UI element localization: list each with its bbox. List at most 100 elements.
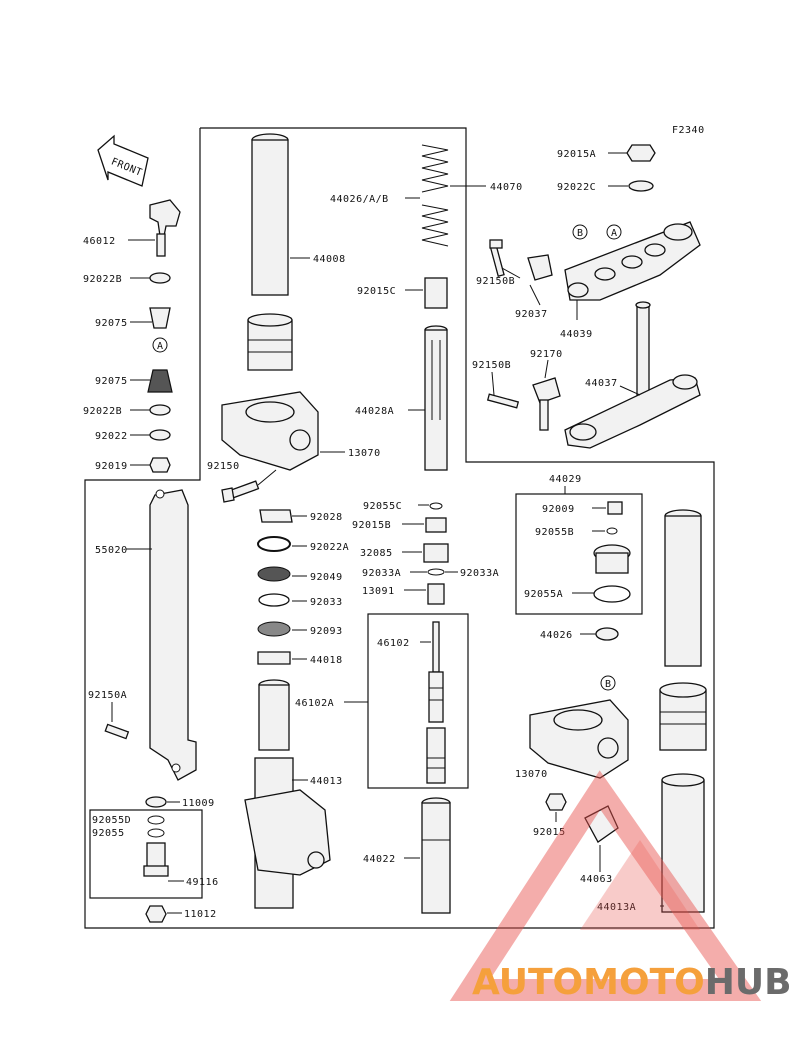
damper-rod-part xyxy=(424,325,448,471)
label-13091: 13091 xyxy=(362,586,395,597)
cap-assembly-box xyxy=(515,493,643,615)
label-92150A: 92150A xyxy=(88,690,127,701)
fork-tube-right xyxy=(659,509,707,913)
watermark-part-2: HUB xyxy=(705,962,792,1003)
label-92055C: 92055C xyxy=(363,501,402,512)
label-44028A: 44028A xyxy=(355,406,394,417)
label-44022: 44022 xyxy=(363,854,396,865)
washer-part-2 xyxy=(149,404,171,416)
label-46102: 46102 xyxy=(377,638,410,649)
label-92150: 92150 xyxy=(207,461,240,472)
circlip-part xyxy=(258,593,290,607)
fork-tube-upper xyxy=(247,133,293,371)
label-92015B: 92015B xyxy=(352,520,391,531)
fork-outer-tube-part xyxy=(244,679,331,909)
fork-guard-part xyxy=(149,489,197,781)
label-55020: 55020 xyxy=(95,545,128,556)
fork-bracket-part xyxy=(221,391,319,471)
spacer-part-2 xyxy=(425,517,447,533)
o-ring-part-3 xyxy=(147,828,165,838)
label-44013: 44013 xyxy=(310,776,343,787)
figure-code: F2340 xyxy=(672,125,705,136)
bolt-part xyxy=(221,480,260,503)
ref-a-1: A xyxy=(157,341,164,352)
air-valve-part xyxy=(607,501,623,515)
label-44026: 44026/A/B xyxy=(330,194,389,205)
label-92019: 92019 xyxy=(95,461,128,472)
label-11009: 11009 xyxy=(182,798,215,809)
ref-marker-a-2 xyxy=(606,224,622,240)
label-46102A: 46102A xyxy=(295,698,334,709)
oil-seal-part xyxy=(257,566,291,582)
bushing-part-2 xyxy=(257,651,291,665)
ref-a-2: A xyxy=(611,228,618,239)
watermark-logo xyxy=(449,770,762,1001)
seal-part xyxy=(595,627,619,641)
ref-marker-b-2 xyxy=(600,675,616,691)
upper-triple-clamp-part xyxy=(564,221,701,301)
label-92009: 92009 xyxy=(542,504,575,515)
label-92022B-2: 92022B xyxy=(83,406,122,417)
o-ring-large-part xyxy=(593,585,631,603)
steering-stem-part xyxy=(564,301,701,449)
assembly-frame xyxy=(84,127,715,929)
label-92055D: 92055D xyxy=(92,815,131,826)
label-44018: 44018 xyxy=(310,655,343,666)
label-44070: 44070 xyxy=(490,182,523,193)
drain-assembly-box xyxy=(89,809,203,899)
handlebar-holder-part xyxy=(527,254,553,281)
bolt-part-4 xyxy=(104,723,130,740)
washer-part-5 xyxy=(257,536,291,552)
circlip-part-2 xyxy=(427,568,445,576)
bushing-part xyxy=(259,509,293,523)
bolt-part-3 xyxy=(486,393,520,409)
label-92055B: 92055B xyxy=(535,527,574,538)
nut-part-3 xyxy=(145,905,167,923)
piston-rod-box xyxy=(367,613,469,789)
stem-washer-part xyxy=(628,180,654,192)
label-44013A: 44013A xyxy=(597,902,636,913)
label-44039: 44039 xyxy=(560,329,593,340)
label-92015A: 92015A xyxy=(557,149,596,160)
label-92028: 92028 xyxy=(310,512,343,523)
watermark-text: AUTOMOTOHUB xyxy=(472,962,792,1003)
label-92033A-2: 92033A xyxy=(460,568,499,579)
valve-part xyxy=(427,583,445,605)
label-92022C: 92022C xyxy=(557,182,596,193)
label-92055A: 92055A xyxy=(524,589,563,600)
label-13070-1: 13070 xyxy=(348,448,381,459)
front-arrow-icon: FRONT xyxy=(97,134,149,187)
washer-part-4 xyxy=(145,796,167,808)
label-92022: 92022 xyxy=(95,431,128,442)
bolt-part-2 xyxy=(489,239,505,278)
spring-seat-part xyxy=(423,543,449,563)
ref-marker-b-1 xyxy=(572,224,588,240)
cylinder-part xyxy=(421,797,451,914)
rubber-part-2 xyxy=(147,369,173,393)
nut-part xyxy=(149,457,171,473)
label-44063: 44063 xyxy=(580,874,613,885)
label-92150B-1: 92150B xyxy=(476,276,515,287)
o-ring-part-4 xyxy=(429,502,443,510)
label-46012: 46012 xyxy=(83,236,116,247)
label-13070-2: 13070 xyxy=(515,769,548,780)
fork-cap-part xyxy=(593,544,631,574)
washer-part xyxy=(149,272,171,284)
ref-b-1: B xyxy=(577,228,584,239)
label-92022A: 92022A xyxy=(310,542,349,553)
label-92055: 92055 xyxy=(92,828,125,839)
label-92150B-2: 92150B xyxy=(472,360,511,371)
nut-part-2 xyxy=(545,793,567,811)
stem-nut-part xyxy=(626,144,656,162)
cable-guide-part xyxy=(532,377,561,431)
label-92033A-1: 92033A xyxy=(362,568,401,579)
label-92075-1: 92075 xyxy=(95,318,128,329)
label-92033: 92033 xyxy=(310,597,343,608)
guard-clamp-part xyxy=(584,805,619,843)
watermark-part-1: AUTOMOTO xyxy=(472,962,705,1003)
label-11012: 11012 xyxy=(184,909,217,920)
label-92049: 92049 xyxy=(310,572,343,583)
label-92037: 92037 xyxy=(515,309,548,320)
handlebar-clamp-part xyxy=(149,199,181,257)
label-92015: 92015 xyxy=(533,827,566,838)
